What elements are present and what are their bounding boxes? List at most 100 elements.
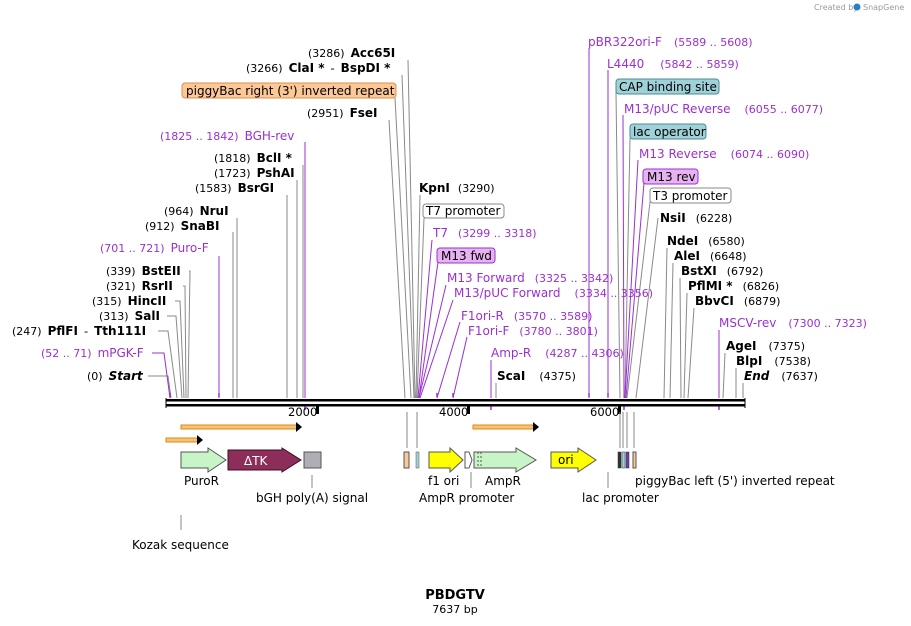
lac-operator-box [629, 123, 707, 140]
ampr-promoter-mark[interactable] [464, 451, 473, 469]
start-leader-line [148, 375, 172, 399]
m13-puc-forward-line [419, 299, 454, 399]
plasmid-name: PBDGTV [425, 588, 485, 603]
l4440-label[interactable]: L4440(5842 .. 5859) [607, 57, 739, 71]
piggybac-left-label: piggyBac left (5') inverted repeat [635, 474, 835, 488]
m13-rev-label[interactable]: M13 rev [647, 170, 696, 184]
t7-line [417, 239, 433, 399]
alei-label[interactable]: AleI(6648) [674, 249, 747, 263]
nsii-line [635, 217, 659, 399]
ruler-tick-6000 [618, 405, 621, 414]
puro-f-label[interactable]: (701 .. 721)Puro-F [100, 241, 209, 255]
bstxi-label[interactable]: BstXI(6792) [681, 264, 763, 278]
rsrii-leader-line [183, 285, 187, 399]
f1-ori-arrow[interactable] [428, 446, 464, 474]
m13-forward-line [418, 284, 447, 399]
ori-label: ori [558, 453, 574, 467]
acc65i-label[interactable]: (3286)Acc65I [308, 46, 395, 60]
sali-label[interactable]: (313)SalI [99, 309, 160, 323]
pflfi-leader-line [158, 330, 178, 399]
bsteii-label[interactable]: (339)BstEII [106, 264, 181, 278]
t7-promoter-label[interactable]: T7 promoter [425, 204, 501, 218]
credit-prefix: Created by [814, 3, 858, 12]
pbr322ori-f-label[interactable]: pBR322ori-F(5589 .. 5608) [588, 35, 753, 49]
end-label[interactable]: End(7637) [744, 369, 818, 383]
amp-r-label[interactable]: Amp-R(4287 .. 4306) [491, 346, 624, 360]
ori-arrow[interactable] [550, 447, 597, 473]
bsteii-leader-line [187, 270, 191, 399]
snabi-label[interactable]: (912)SnaBI [145, 219, 220, 233]
lac-promoter-mark[interactable] [617, 451, 622, 469]
ampr-arrow[interactable] [473, 447, 537, 473]
ruler-label-4000: 4000 [439, 405, 468, 419]
sali-leader-line [167, 315, 183, 399]
lac-operator-label[interactable]: lac operator [633, 125, 706, 139]
scai-label[interactable]: ScaI(4375) [497, 369, 576, 383]
start-label[interactable]: (0)Start [87, 369, 144, 383]
m13-fwd-label[interactable]: M13 fwd [441, 249, 492, 263]
snapgene-credit: Created by SnapGene [814, 3, 904, 12]
t7-promoter-line [416, 217, 425, 399]
ruler-tick-2000 [316, 405, 319, 414]
ruler-tick-4000 [467, 405, 470, 414]
mpgk-f-label[interactable]: (52 .. 71)mPGK-F [41, 346, 144, 360]
bgh-rev-label[interactable]: (1825 .. 1842)BGH-rev [160, 129, 294, 143]
piggybac-right-mark[interactable] [403, 451, 410, 469]
orf-arrow-1 [180, 422, 302, 432]
credit-brand: SnapGene [863, 3, 904, 12]
m13-rev-box [642, 168, 699, 185]
connector-lines [148, 48, 744, 399]
alei-line [669, 262, 674, 399]
hincii-leader-line [175, 300, 185, 399]
orf-arrow-3 [472, 422, 539, 432]
pflfi-label[interactable]: (247)PflFI-Tth111I [12, 324, 146, 338]
kpni-line [415, 194, 421, 399]
pshai-label[interactable]: (1723)PshAI [214, 166, 295, 180]
blpi-label[interactable]: BlpI(7538) [736, 354, 811, 368]
kozak-label: Kozak sequence [132, 538, 229, 552]
puror-arrow[interactable] [180, 447, 227, 473]
m13-puc-reverse-line [622, 114, 625, 399]
feature-leaders [180, 412, 635, 530]
agei-label[interactable]: AgeI(7375) [726, 339, 805, 353]
rsrii-label[interactable]: (321)RsrII [106, 279, 173, 293]
m13-reverse-line [624, 159, 639, 399]
t3-promoter-label[interactable]: T3 promoter [652, 189, 728, 203]
m13-puc-forward-label[interactable]: M13/pUC Forward(3334 .. 3356) [454, 286, 653, 300]
kpni-label[interactable]: KpnI(3290) [419, 181, 494, 195]
fsei-line [388, 119, 406, 399]
ampr-label: AmpR [485, 474, 521, 488]
map-title: PBDGTV 7637 bp [425, 588, 485, 616]
bbvci-label[interactable]: BbvCI(6879) [695, 294, 780, 308]
piggybac-right-line [394, 97, 412, 399]
nsii-label[interactable]: NsiI(6228) [660, 211, 732, 225]
piggybac-right-box [181, 82, 397, 99]
bsrgi-label[interactable]: (1583)BsrGI [195, 181, 274, 195]
f1ori-f-line [452, 336, 468, 399]
puror-label: PuroR [184, 474, 219, 488]
left-labels: (3286)Acc65I (3266)ClaI *-BspDI * piggyB… [12, 46, 397, 383]
pflmi-label[interactable]: PflMI *(6826) [688, 279, 779, 293]
bcli-label[interactable]: (1818)BclI * [214, 151, 293, 165]
m13-puc-reverse-label[interactable]: M13/pUC Reverse(6055 .. 6077) [624, 102, 823, 116]
nrui-label[interactable]: (964)NruI [164, 204, 229, 218]
f1ori-f-label[interactable]: F1ori-F(3780 .. 3801) [468, 324, 598, 338]
mscv-rev-label[interactable]: MSCV-rev(7300 .. 7323) [719, 316, 867, 330]
t7-label[interactable]: T7(3299 .. 3318) [432, 226, 537, 240]
hincii-label[interactable]: (315)HincII [92, 294, 166, 308]
clai-label[interactable]: (3266)ClaI *-BspDI * [246, 61, 391, 75]
cap-label[interactable]: CAP binding site [619, 80, 717, 94]
ndei-label[interactable]: NdeI(6580) [667, 234, 745, 248]
bgh-box[interactable] [303, 451, 322, 469]
right-labels: pBR322ori-F(5589 .. 5608) L4440(5842 .. … [588, 35, 867, 383]
lac-operator-mark [625, 451, 630, 469]
acc65i-line [407, 59, 416, 399]
piggybac-left-mark[interactable] [632, 451, 637, 469]
piggybac-right-label[interactable]: piggyBac right (3') inverted repeat [186, 84, 395, 98]
fsei-label[interactable]: (2951)FseI [307, 106, 378, 120]
dtk-arrow[interactable] [227, 447, 302, 473]
f1ori-r-label[interactable]: F1ori-R(3570 .. 3589) [461, 309, 592, 323]
m13-reverse-label[interactable]: M13 Reverse(6074 .. 6090) [639, 147, 809, 161]
m13-forward-label[interactable]: M13 Forward(3325 .. 3342) [447, 271, 613, 285]
